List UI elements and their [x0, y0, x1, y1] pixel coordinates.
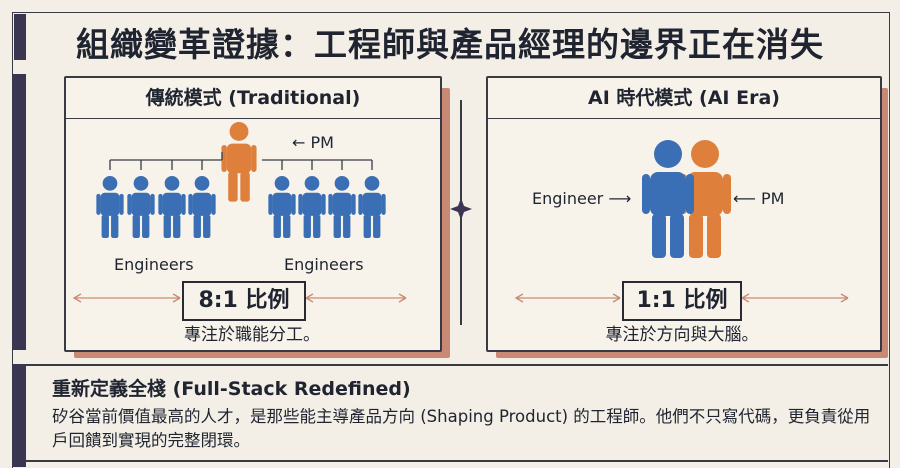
- engineers-right-label: Engineers: [284, 255, 364, 274]
- traditional-header: 傳統模式 (Traditional): [66, 78, 440, 119]
- bottom-rule: [26, 460, 888, 462]
- engineer-figure: [127, 176, 155, 238]
- ai-era-header: AI 時代模式 (AI Era): [488, 78, 880, 119]
- engineer-figure: [328, 176, 356, 238]
- ai-pm-label: ⟵ PM: [733, 189, 785, 208]
- bottom-body: 矽谷當前價值最高的人才，是那些能主導產品方向 (Shaping Product)…: [52, 407, 871, 450]
- traditional-caption: 專注於職能分工。: [184, 325, 320, 345]
- engineer-figure: [268, 176, 296, 238]
- engineer-figure: [96, 176, 124, 238]
- ratio-arrow-left: [72, 293, 181, 303]
- ratio-arrow-right: [740, 293, 849, 303]
- bottom-accent-bar: [12, 364, 26, 467]
- ratio-arrow-left: [514, 293, 621, 303]
- engineer-figure: [158, 176, 186, 238]
- engineer-figure: [358, 176, 386, 238]
- pm-figure: [679, 140, 731, 258]
- engineers-left-label: Engineers: [114, 255, 194, 274]
- diamond-icon: [450, 198, 472, 220]
- ai-engineer-label: Engineer ⟶: [532, 189, 632, 208]
- bottom-title: 重新定義全棧 (Full-Stack Redefined): [52, 378, 411, 400]
- page-title: 組織變革證據：工程師與產品經理的邊界正在消失: [76, 25, 824, 64]
- ratio-arrow-right: [304, 293, 407, 303]
- pm-figure: [221, 122, 257, 202]
- ai-pm-text: PM: [761, 189, 785, 208]
- engineer-figure: [642, 140, 694, 258]
- title-accent-bar: [14, 14, 26, 60]
- section-divider: [26, 364, 888, 366]
- engineer-figure: [298, 176, 326, 238]
- ai-engineer-text: Engineer: [532, 189, 604, 208]
- trad-pm-text: PM: [310, 133, 334, 152]
- side-accent-bar: [12, 74, 26, 350]
- ai-era-ratio: 1:1 比例: [622, 281, 742, 321]
- ai-era-caption: 專注於方向與大腦。: [605, 325, 759, 345]
- trad-pm-label: ← PM: [292, 133, 334, 152]
- traditional-ratio: 8:1 比例: [182, 281, 306, 321]
- engineer-figure: [188, 176, 216, 238]
